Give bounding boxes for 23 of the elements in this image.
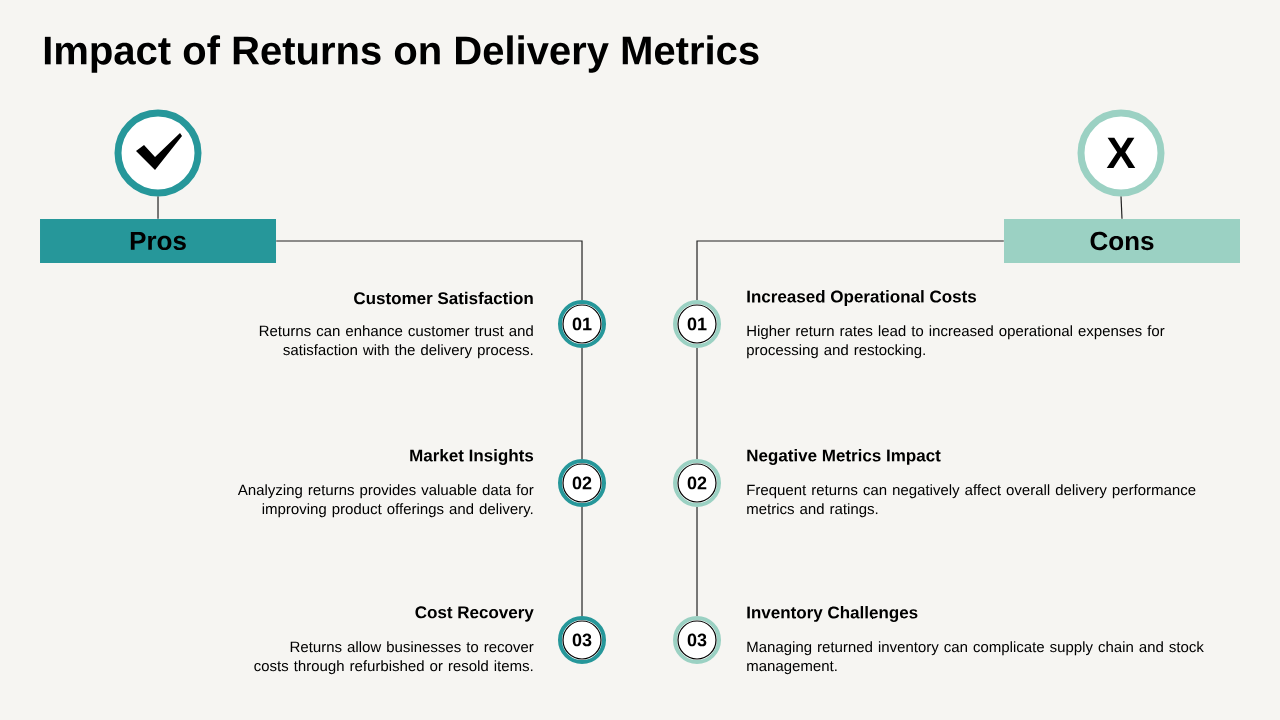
item-description: Returns allow businesses to recover costs through refurbished or resold items. (254, 641, 534, 675)
connector-line (275, 240, 583, 301)
item-heading: Market Insights (410, 449, 534, 465)
item-description: Managing returned inventory can complicate supply chain and stock management. (747, 641, 1204, 675)
item-heading: Negative Metrics Impact (747, 449, 941, 465)
header-band: Cons (1004, 219, 1240, 263)
item-description: Returns can enhance customer trust and satisfaction with the delivery process. (259, 325, 533, 359)
connector-line (581, 506, 583, 617)
connector-line (696, 347, 698, 460)
connector-line (696, 240, 1005, 301)
item-heading: Customer Satisfaction (354, 291, 533, 305)
connector-line (581, 347, 583, 460)
item-description: Analyzing returns provides valuable data for improving product offerings and delivery. (237, 484, 534, 518)
item-heading: Cost Recovery (415, 606, 534, 622)
connector-line (696, 506, 698, 617)
title: Impact of Returns on Delivery Metrics (44, 35, 759, 73)
item-description: Higher return rates lead to increased operational expenses for processing and restocking. (747, 325, 1165, 359)
item-heading: Inventory Challenges (747, 606, 918, 622)
connector-line (157, 195, 159, 220)
item-heading: Increased Operational Costs (747, 290, 976, 306)
connector-line (1120, 195, 1123, 220)
header-band: Pros (40, 219, 276, 263)
item-description: Frequent returns can negatively affect overall delivery performance metrics and ratings. (747, 484, 1196, 518)
